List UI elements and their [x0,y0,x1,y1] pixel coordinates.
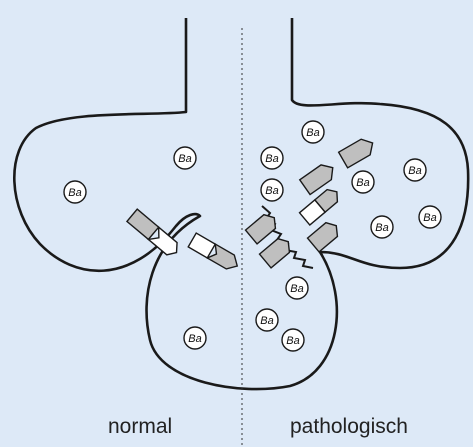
particle-ba-patho-7 [419,206,441,228]
molecule-patho-5 [259,235,294,268]
particle-ba-normal-2 [174,147,196,169]
particle-ba-patho-5 [404,159,426,181]
particle-ba-normal-1 [64,181,86,203]
molecule-patho-3 [300,186,342,225]
label-pathologisch: pathologisch [290,415,408,439]
molecule-normal-2 [188,233,241,273]
molecule-patho-2 [300,160,338,194]
particle-ba-patho-3 [261,179,283,201]
particle-ba-patho-1 [302,121,324,143]
molecule-patho-4 [245,211,280,244]
particle-ba-patho-6 [371,216,393,238]
label-normal: normal [108,415,172,439]
organ-outline [14,18,468,389]
particle-ba-patho-9 [256,309,278,331]
particle-ba-patho-10 [282,329,304,351]
particle-ba-patho-8 [286,277,308,299]
particle-ba-normal-3 [184,327,206,349]
molecule-normal-1 [127,209,182,259]
particle-ba-patho-4 [352,171,374,193]
particle-ba-patho-2 [261,147,283,169]
molecule-patho-6 [307,219,342,252]
molecule-patho-1 [339,135,377,168]
